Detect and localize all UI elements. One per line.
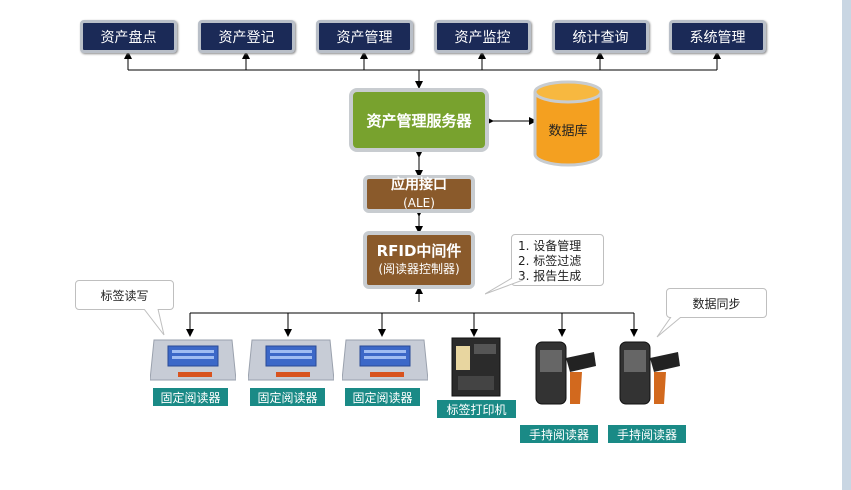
module-asset-inventory[interactable]: 资产盘点 [80,20,177,53]
ale-title: 应用接口 [391,177,447,193]
asset-management-server: 资产管理服务器 [349,88,489,152]
tag-read-write-pointer [143,309,165,336]
device-label-handheld-reader: 手持阅读器 [520,425,598,443]
ale-subtitle: (ALE) [403,196,435,210]
module-asset-monitoring[interactable]: 资产监控 [434,20,531,53]
feature-item: 1. 设备管理 [518,239,582,253]
data-sync-pointer [656,317,682,338]
module-system-management[interactable]: 系统管理 [669,20,766,53]
module-asset-management[interactable]: 资产管理 [316,20,413,53]
features-callout: 1. 设备管理 2. 标签过滤 3. 报告生成 [511,234,604,286]
device-label-label-printer: 标签打印机 [437,400,516,418]
handheld-reader-icon [535,341,596,405]
feature-item: 3. 报告生成 [518,269,582,283]
device-label-fixed-reader: 固定阅读器 [250,388,325,406]
module-asset-registration[interactable]: 资产登记 [198,20,295,53]
data-sync-callout: 数据同步 [666,288,767,318]
middleware-subtitle: (阅读器控制器) [378,262,460,276]
tag-read-write-callout: 标签读写 [75,280,174,310]
module-statistics-query[interactable]: 统计查询 [552,20,649,53]
features-callout-pointer [485,278,524,295]
rfid-middleware: RFID中间件 (阅读器控制器) [363,231,475,289]
device-label-fixed-reader: 固定阅读器 [345,388,420,406]
middleware-title: RFID中间件 [376,242,462,260]
application-interface-ale: 应用接口 (ALE) [363,175,475,213]
fixed-reader-icon [150,339,236,381]
handheld-reader-icon [619,341,680,405]
database-label: 数据库 [548,124,588,139]
feature-item: 2. 标签过滤 [518,254,582,268]
fixed-reader-icon [248,339,334,381]
device-label-fixed-reader: 固定阅读器 [153,388,228,406]
database-icon [533,80,603,167]
fixed-reader-icon [342,339,428,381]
label-printer-icon [451,337,501,397]
device-label-handheld-reader: 手持阅读器 [608,425,686,443]
